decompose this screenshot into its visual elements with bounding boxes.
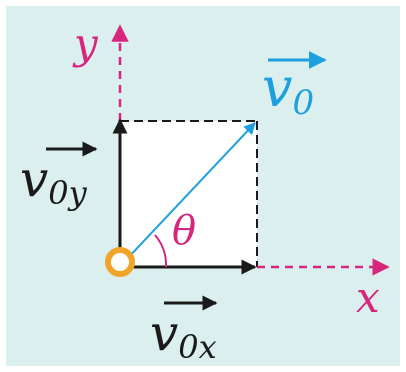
angle-label: θ: [172, 208, 196, 254]
y-axis-label: y: [72, 19, 99, 68]
velocity-label-base: v: [262, 56, 293, 119]
vy-label-base: v: [20, 150, 48, 208]
vx-label: v0x: [150, 304, 217, 366]
projectile-ball: [105, 247, 135, 277]
vx-label-base: v: [150, 304, 178, 362]
angle-arc: [154, 234, 168, 268]
vx-label-subscript: 0x: [178, 328, 216, 366]
velocity-label-subscript: 0: [293, 83, 315, 123]
velocity-vector: [125, 122, 256, 261]
velocity-label: v0: [262, 56, 314, 123]
vy-label-subscript: 0y: [48, 174, 87, 212]
vy-label: v0y: [20, 150, 88, 212]
x-axis-label: x: [356, 273, 380, 322]
